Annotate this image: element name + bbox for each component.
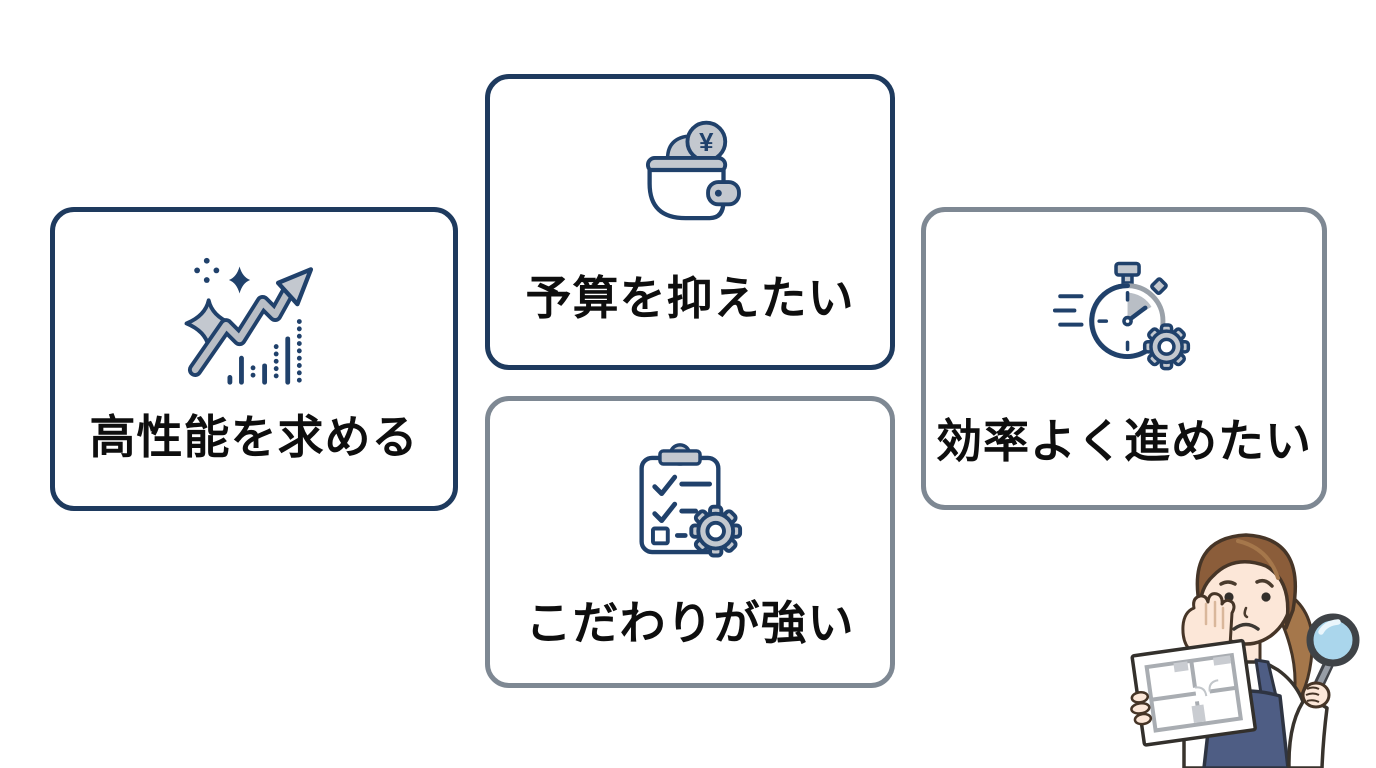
wallet-clasp — [706, 180, 741, 207]
magnifier-icon — [1301, 613, 1360, 709]
checklist-gear-icon — [631, 437, 749, 564]
floorplan-paper — [1130, 638, 1257, 747]
card-high-performance: 高性能を求める — [50, 207, 458, 511]
gear-icon — [689, 504, 743, 558]
card-label: 高性能を求める — [89, 411, 419, 463]
face-features — [1219, 578, 1274, 631]
gear-icon — [1142, 323, 1191, 371]
small-star — [228, 266, 251, 294]
stopwatch-gear-icon — [1052, 252, 1195, 381]
sparkle-dots — [194, 257, 220, 283]
card-low-budget: ¥ 予算を抑えたい — [485, 74, 895, 370]
holding-fingers — [1130, 690, 1153, 726]
zigzag-arrow — [187, 267, 314, 377]
card-efficiency: 効率よく進めたい — [921, 207, 1327, 510]
stopwatch — [1089, 261, 1168, 359]
yen-coin: ¥ — [685, 120, 728, 163]
check-rows — [651, 474, 713, 546]
dotted-bar-chart — [227, 319, 302, 385]
card-label: 予算を抑えたい — [525, 272, 855, 324]
card-strong-preferences: こだわりが強い — [485, 396, 895, 688]
worried-woman-illustration — [1126, 528, 1366, 768]
wallet-yen-icon: ¥ — [634, 115, 746, 236]
clipboard-clip — [658, 443, 702, 466]
hair — [1195, 533, 1298, 630]
svg-text:¥: ¥ — [699, 129, 714, 157]
growth-chart-icon — [182, 254, 327, 394]
card-label: こだわりが強い — [525, 597, 855, 649]
hand-on-cheek — [1181, 592, 1236, 656]
card-label: 効率よく進めたい — [936, 415, 1312, 467]
speed-lines — [1052, 294, 1084, 327]
